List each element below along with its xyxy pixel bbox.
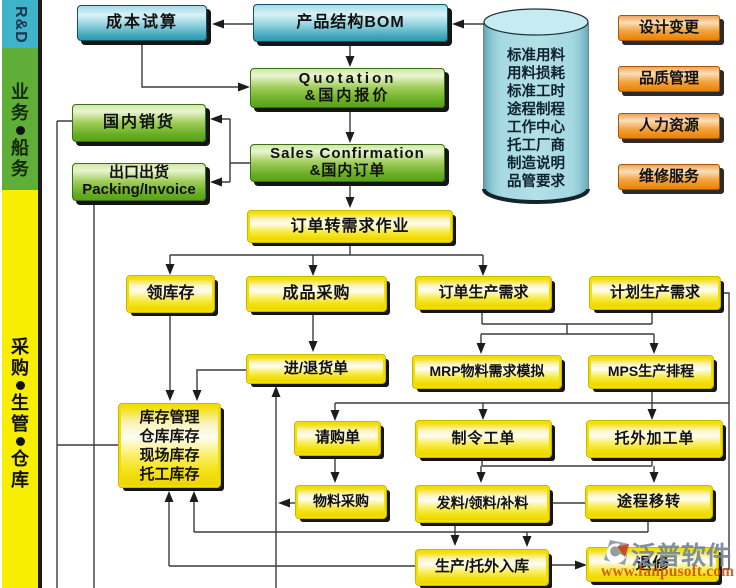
svg-text:品管要求: 品管要求 — [507, 172, 565, 190]
svg-text:标准工时: 标准工时 — [506, 82, 565, 100]
svg-text:工作中心: 工作中心 — [507, 118, 565, 136]
svg-text:标准用料: 标准用料 — [506, 46, 565, 64]
svg-text:途程制程: 途程制程 — [507, 100, 565, 118]
svg-text:www.fanpusoft.com: www.fanpusoft.com — [601, 563, 734, 580]
svg-text:托工厂商: 托工厂商 — [507, 136, 565, 154]
svg-text:制造说明: 制造说明 — [507, 154, 565, 172]
svg-text:用料损耗: 用料损耗 — [507, 64, 565, 82]
svg-text:泛普软件: 泛普软件 — [631, 541, 731, 570]
